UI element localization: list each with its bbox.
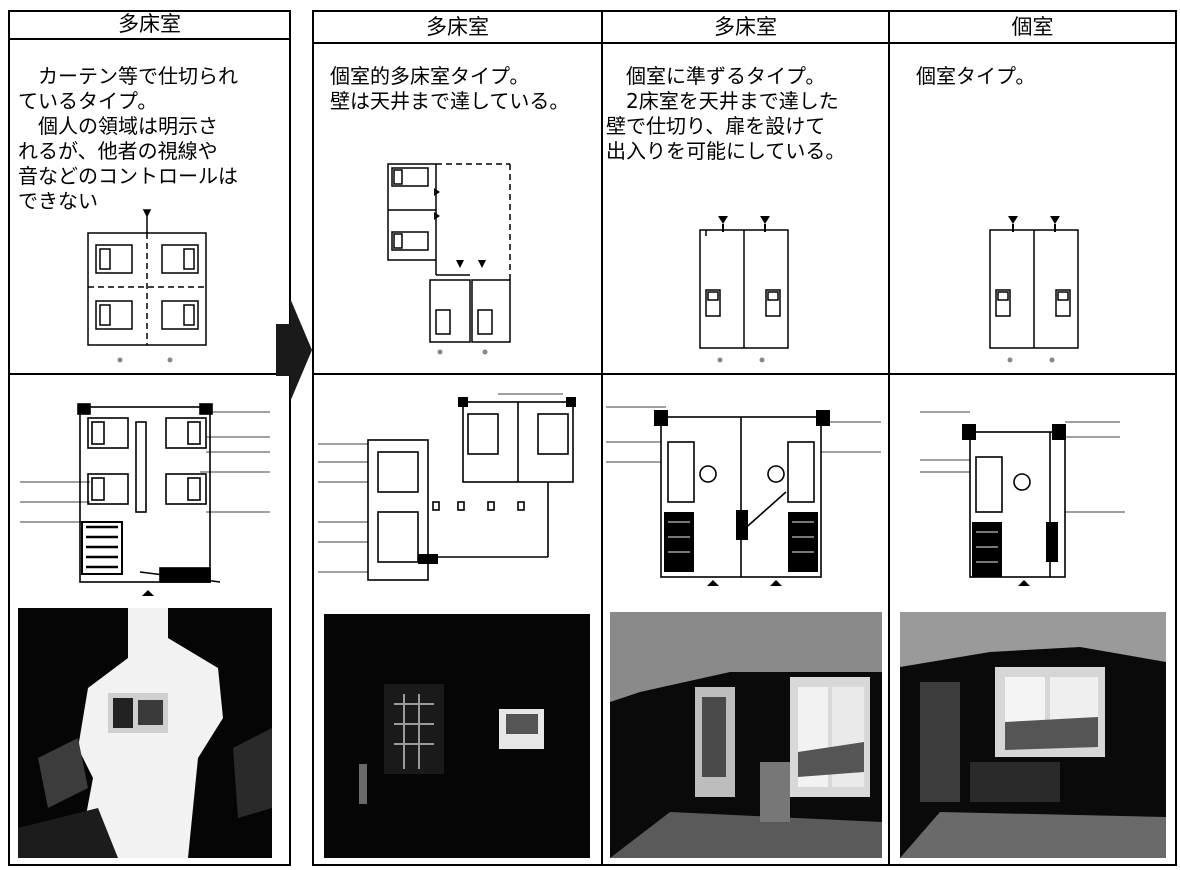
column-3-detail-plan (606, 406, 881, 586)
column-1-detail-plan (20, 403, 270, 596)
column-1-ward-plan (87, 209, 207, 363)
column-3-ward-plan (699, 216, 789, 363)
column-1-header: 多床室 (118, 12, 181, 36)
column-2-header: 多床室 (426, 15, 489, 39)
columns-2-4-plan-divider (312, 373, 1177, 375)
arrow-right-icon (276, 298, 312, 402)
column-2-3-divider (601, 10, 603, 866)
column-3-photo (610, 612, 882, 858)
column-3-4-divider (888, 10, 890, 866)
column-2-ward-plan (387, 163, 511, 355)
column-2-photo (324, 614, 590, 858)
column-4-photo (900, 612, 1166, 858)
column-4-header: 個室 (1011, 15, 1054, 39)
column-1-plan-divider (8, 373, 291, 375)
column-2-description: 個室的多床室タイプ。 壁は天井まで達している。 (330, 64, 570, 113)
columns-2-4-frame (312, 10, 1177, 866)
column-1-frame (8, 10, 291, 866)
column-3-description: 個室に準ずるタイプ。 2床室を天井まで達した 壁で仕切り、扉を設けて 出入りを可… (606, 64, 846, 163)
column-2-detail-plan (318, 393, 576, 581)
column-3-header: 多床室 (714, 15, 777, 39)
column-1-header-divider (8, 38, 291, 40)
column-4-ward-plan (989, 216, 1079, 363)
column-1-photo (18, 608, 272, 858)
column-1-description: カーテン等で仕切られ ているタイプ。 個人の領域は明示さ れるが、他者の視線や … (18, 64, 238, 213)
columns-2-4-header-divider (312, 42, 1177, 44)
column-4-detail-plan (920, 411, 1125, 586)
column-4-description: 個室タイプ。 (916, 64, 1036, 88)
